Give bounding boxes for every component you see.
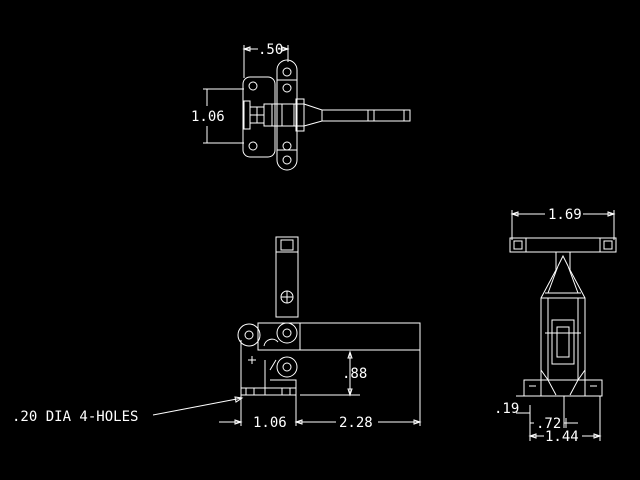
- dim-side-width: 1.69: [548, 207, 582, 223]
- dim-front-base: 1.06: [253, 415, 287, 431]
- top-view: .50 1.06: [191, 42, 411, 171]
- dim-side-base-thk: .19: [494, 401, 519, 417]
- front-view: .88 1.06 2.28 .20 DIA 4-HOLES: [12, 236, 422, 431]
- side-view: 1.69 .19: [494, 207, 617, 445]
- dim-front-height: .88: [342, 366, 367, 382]
- hole-callout: .20 DIA 4-HOLES: [12, 409, 138, 425]
- dim-side-half: .72: [536, 416, 561, 432]
- dim-side-base: 1.44: [545, 429, 579, 445]
- dim-front-reach: 2.28: [339, 415, 373, 431]
- dim-top-height: 1.06: [191, 109, 225, 125]
- dim-top-width: .50: [258, 42, 283, 58]
